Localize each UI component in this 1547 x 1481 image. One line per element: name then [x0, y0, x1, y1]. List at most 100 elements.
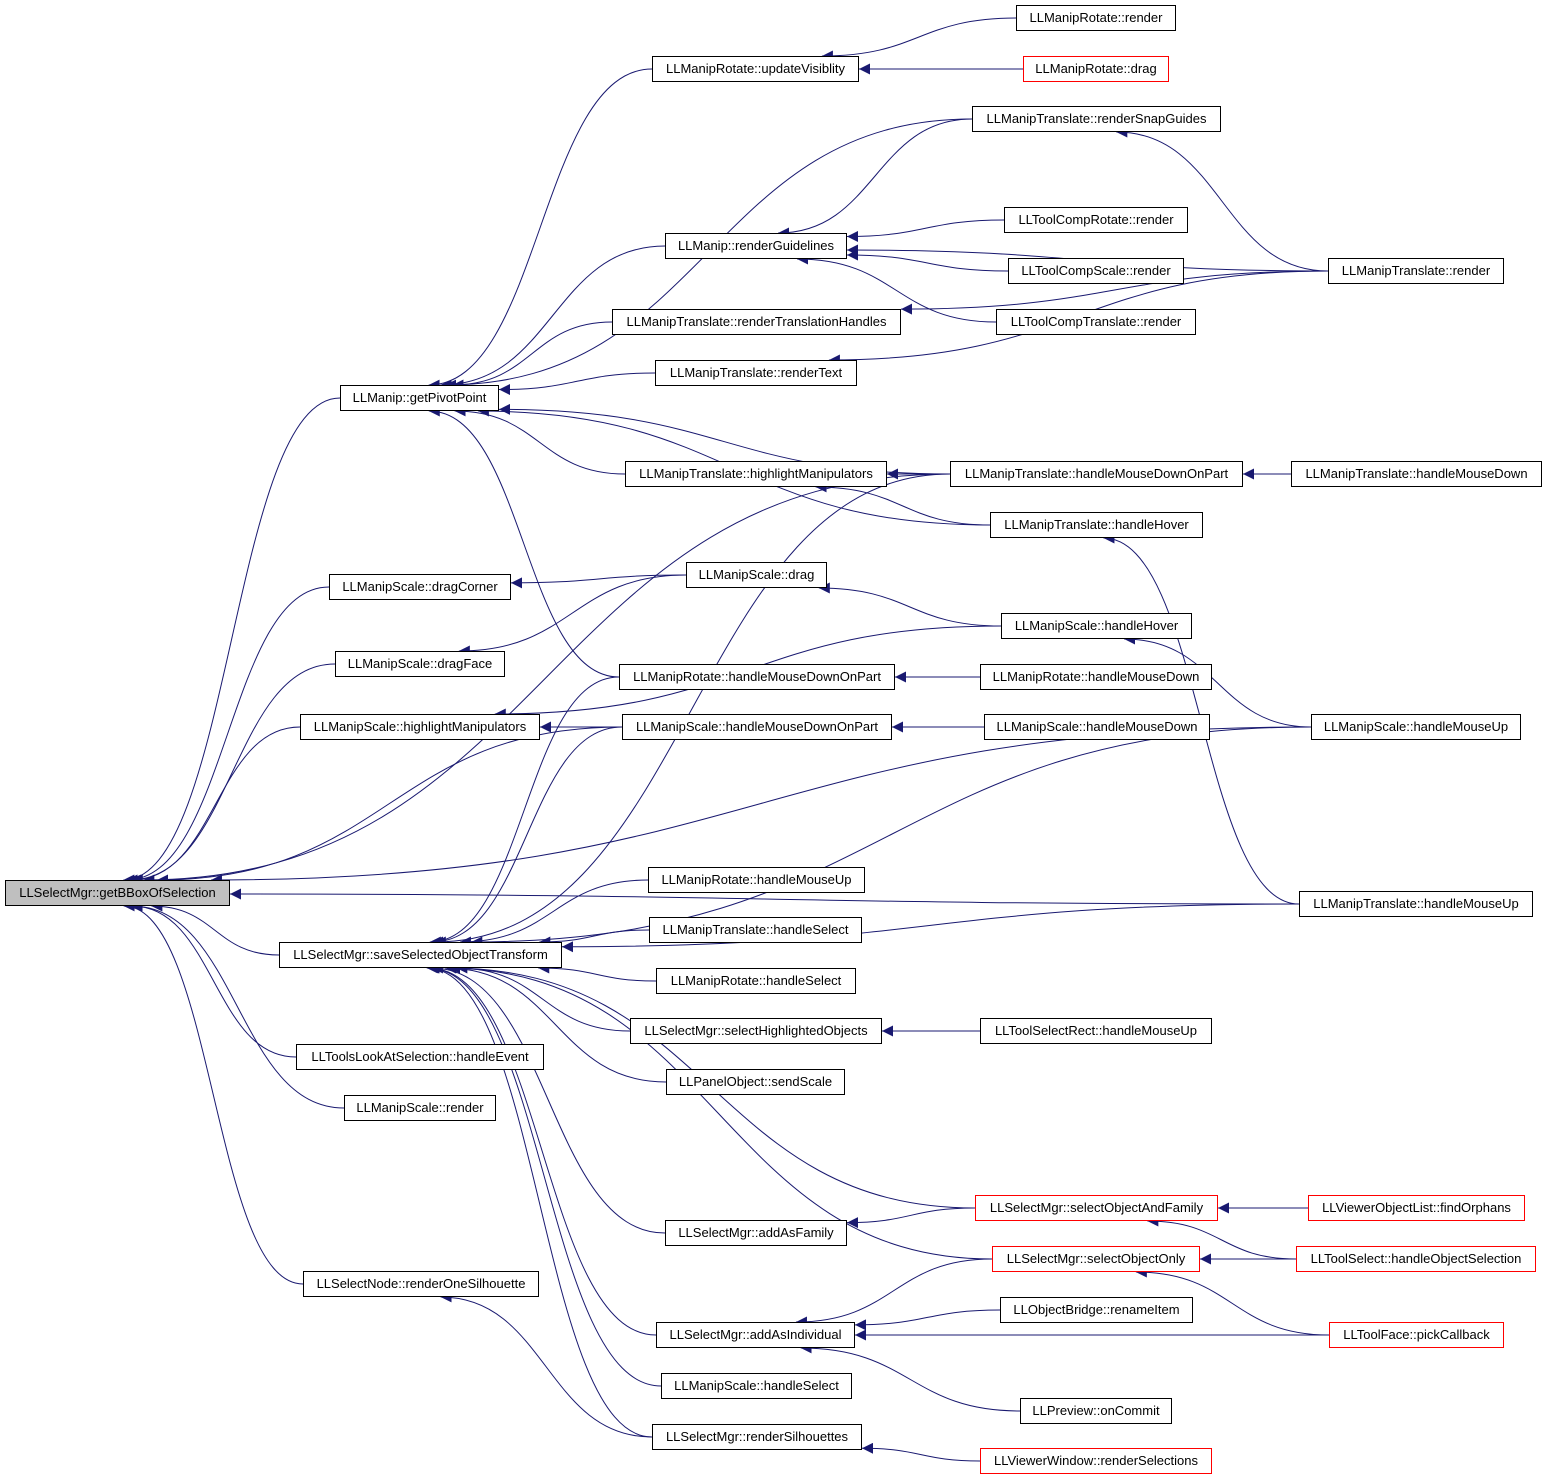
edge-transHMDOP-to-root	[143, 473, 951, 886]
node-scaleHandleSelect[interactable]: LLManipScale::handleSelect	[661, 1373, 852, 1399]
node-transSnap[interactable]: LLManipTranslate::renderSnapGuides	[972, 106, 1221, 132]
edge-scaleHMU-to-saveSel	[471, 726, 1312, 948]
edge-scaleDrag-to-dragCorner	[510, 574, 687, 589]
edge-scaleDrag-to-dragFace	[458, 574, 687, 657]
node-selHighlighted[interactable]: LLSelectMgr::selectHighlightedObjects	[630, 1018, 882, 1044]
node-scaleHighlight[interactable]: LLManipScale::highlightManipulators	[300, 714, 540, 740]
edge-transHMU-to-saveSel	[561, 903, 1300, 953]
edge-rotHMU-to-saveSel	[459, 879, 649, 948]
node-rotHMDOP[interactable]: LLManipRotate::handleMouseDownOnPart	[619, 664, 895, 690]
node-dragCorner[interactable]: LLManipScale::dragCorner	[329, 574, 511, 600]
edge-toolFacePick-to-selObjOnly	[1135, 1266, 1330, 1336]
node-renderOneSil[interactable]: LLSelectNode::renderOneSilhouette	[303, 1271, 539, 1297]
node-selObjFamily[interactable]: LLSelectMgr::selectObjectAndFamily	[975, 1195, 1218, 1221]
edge-renderOneSil-to-root	[123, 900, 304, 1285]
edge-transSnap-to-manipRenderGuide	[778, 118, 973, 239]
edge-transRenderText-to-getPivotPoint	[498, 372, 656, 396]
edge-scaleHMDOP-to-saveSel	[431, 726, 623, 948]
node-objBridgeRename[interactable]: LLObjectBridge::renameItem	[1000, 1297, 1193, 1323]
edge-renderSils-to-saveSel	[426, 962, 653, 1438]
edge-transHandleSelect-to-saveSel	[539, 929, 650, 948]
edge-transRenderHandles-to-getPivotPoint	[452, 321, 613, 391]
edge-transRender-to-transRenderHandles	[900, 270, 1329, 315]
node-transHover[interactable]: LLManipTranslate::handleHover	[990, 512, 1203, 538]
edge-compTransRender-to-manipRenderGuide	[797, 253, 997, 323]
edge-objBridgeRename-to-addAsIndividual	[854, 1309, 1001, 1331]
node-previewCommit[interactable]: LLPreview::onCommit	[1020, 1398, 1172, 1424]
edge-previewCommit-to-addAsIndividual	[800, 1342, 1021, 1412]
edge-addAsFamily-to-saveSel	[431, 962, 666, 1234]
edge-transHighlight-to-getPivotPoint	[454, 405, 626, 475]
node-transRenderHandles[interactable]: LLManipTranslate::renderTranslationHandl…	[612, 309, 901, 335]
node-toolSelRectHMU[interactable]: LLToolSelectRect::handleMouseUp	[980, 1018, 1212, 1044]
edge-rotHMDOP-to-getPivotPoint	[428, 405, 620, 678]
edge-addAsIndividual-to-saveSel	[428, 962, 657, 1336]
node-dragFace[interactable]: LLManipScale::dragFace	[335, 651, 505, 677]
edge-selObjOnly-to-saveSel	[444, 962, 993, 1260]
node-root: LLSelectMgr::getBBoxOfSelection	[5, 880, 230, 906]
node-scaleHMD[interactable]: LLManipScale::handleMouseDown	[984, 714, 1210, 740]
node-rotHMU[interactable]: LLManipRotate::handleMouseUp	[648, 867, 865, 893]
node-rotUpdVis[interactable]: LLManipRotate::updateVisiblity	[652, 56, 859, 82]
node-saveSel[interactable]: LLSelectMgr::saveSelectedObjectTransform	[279, 942, 562, 968]
edge-renderSils-to-renderOneSil	[440, 1291, 653, 1438]
node-transHandleSelect[interactable]: LLManipTranslate::handleSelect	[649, 917, 862, 943]
node-transHighlight[interactable]: LLManipTranslate::highlightManipulators	[625, 461, 887, 487]
node-rotDrag[interactable]: LLManipRotate::drag	[1023, 56, 1169, 82]
edge-toolSelHOS-to-selObjFamily	[1147, 1215, 1297, 1260]
edge-scaleHMDOP-to-root	[157, 726, 623, 886]
edge-scaleHighlight-to-root	[131, 726, 301, 886]
edge-scaleHMU-to-scaleHover	[1124, 633, 1312, 728]
edge-scaleHandleSelect-to-saveSel	[427, 962, 662, 1387]
edge-manipRenderGuide-to-getPivotPoint	[440, 245, 666, 391]
edge-scaleRender-to-root	[131, 900, 345, 1109]
node-findOrphans[interactable]: LLViewerObjectList::findOrphans	[1308, 1195, 1525, 1221]
edge-selObjOnly-to-addAsIndividual	[795, 1258, 993, 1328]
node-rotHMD[interactable]: LLManipRotate::handleMouseDown	[980, 664, 1212, 690]
edge-dragFace-to-root	[129, 663, 336, 886]
node-transRender[interactable]: LLManipTranslate::render	[1328, 258, 1504, 284]
node-transHMU[interactable]: LLManipTranslate::handleMouseUp	[1299, 891, 1533, 917]
edge-transHMU-to-root	[229, 888, 1300, 905]
node-addAsFamily[interactable]: LLSelectMgr::addAsFamily	[665, 1220, 847, 1246]
edge-dragCorner-to-root	[126, 586, 330, 886]
edge-rotHMDOP-to-saveSel	[429, 676, 620, 948]
node-toolFacePick[interactable]: LLToolFace::pickCallback	[1329, 1322, 1504, 1348]
node-transRenderText[interactable]: LLManipTranslate::renderText	[655, 360, 857, 386]
node-lookAt[interactable]: LLToolsLookAtSelection::handleEvent	[296, 1044, 544, 1070]
edge-scaleHMU-to-root	[210, 726, 1312, 886]
node-toolSelHOS[interactable]: LLToolSelect::handleObjectSelection	[1296, 1246, 1536, 1272]
edge-scaleHover-to-scaleDrag	[818, 582, 1002, 627]
node-addAsIndividual[interactable]: LLSelectMgr::addAsIndividual	[656, 1322, 855, 1348]
node-scaleDrag[interactable]: LLManipScale::drag	[686, 562, 827, 588]
node-getPivotPoint[interactable]: LLManip::getPivotPoint	[340, 385, 499, 411]
edge-transRender-to-transSnap	[1116, 126, 1329, 272]
node-compRotRender[interactable]: LLToolCompRotate::render	[1004, 207, 1188, 233]
node-compScaleRender[interactable]: LLToolCompScale::render	[1008, 258, 1184, 284]
edge-getPivotPoint-to-root	[123, 397, 341, 886]
node-scaleHMU[interactable]: LLManipScale::handleMouseUp	[1311, 714, 1521, 740]
node-selObjOnly[interactable]: LLSelectMgr::selectObjectOnly	[992, 1246, 1200, 1272]
edge-rotUpdVis-to-getPivotPoint	[428, 68, 653, 391]
edge-compScaleRender-to-manipRenderGuide	[846, 249, 1009, 272]
edge-rotRender-to-rotUpdVis	[821, 17, 1017, 62]
node-rotHandleSelect[interactable]: LLManipRotate::handleSelect	[656, 968, 856, 994]
edge-transHover-to-transHighlight	[815, 481, 991, 526]
edge-selObjFamily-to-addAsFamily	[846, 1207, 976, 1229]
edge-rotHandleSelect-to-saveSel	[538, 962, 657, 982]
node-renderSils[interactable]: LLSelectMgr::renderSilhouettes	[652, 1424, 862, 1450]
node-scaleRender[interactable]: LLManipScale::render	[344, 1095, 496, 1121]
node-scaleHover[interactable]: LLManipScale::handleHover	[1001, 613, 1192, 639]
node-panelSendScale[interactable]: LLPanelObject::sendScale	[666, 1069, 845, 1095]
node-scaleHMDOP[interactable]: LLManipScale::handleMouseDownOnPart	[622, 714, 892, 740]
node-compTransRender[interactable]: LLToolCompTranslate::render	[996, 309, 1196, 335]
edge-lookAt-to-root	[131, 900, 297, 1058]
node-manipRenderGuide[interactable]: LLManip::renderGuidelines	[665, 233, 847, 259]
node-transHMDOP[interactable]: LLManipTranslate::handleMouseDownOnPart	[950, 461, 1243, 487]
edge-transHMDOP-to-saveSel	[434, 473, 951, 948]
edge-saveSel-to-root	[151, 900, 280, 956]
node-rotRender[interactable]: LLManipRotate::render	[1016, 5, 1176, 31]
node-transHMD[interactable]: LLManipTranslate::handleMouseDown	[1291, 461, 1542, 487]
node-viewerWinRenderSel[interactable]: LLViewerWindow::renderSelections	[980, 1448, 1212, 1474]
